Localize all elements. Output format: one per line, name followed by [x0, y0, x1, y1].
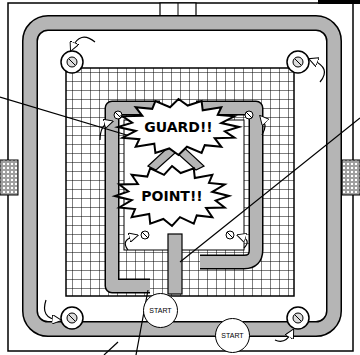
start-label: START — [149, 307, 171, 314]
starburst-callout: POINT!! — [115, 166, 229, 226]
start-label: START — [221, 332, 243, 339]
starburst-callout: GUARD!! — [118, 99, 239, 155]
callout-text: GUARD!! — [144, 119, 212, 135]
start-marker: START — [215, 318, 250, 353]
starburst-shape — [115, 166, 229, 226]
start-marker: START — [143, 293, 178, 328]
starburst-shape — [118, 99, 239, 155]
callout-text: POINT!! — [141, 188, 202, 204]
